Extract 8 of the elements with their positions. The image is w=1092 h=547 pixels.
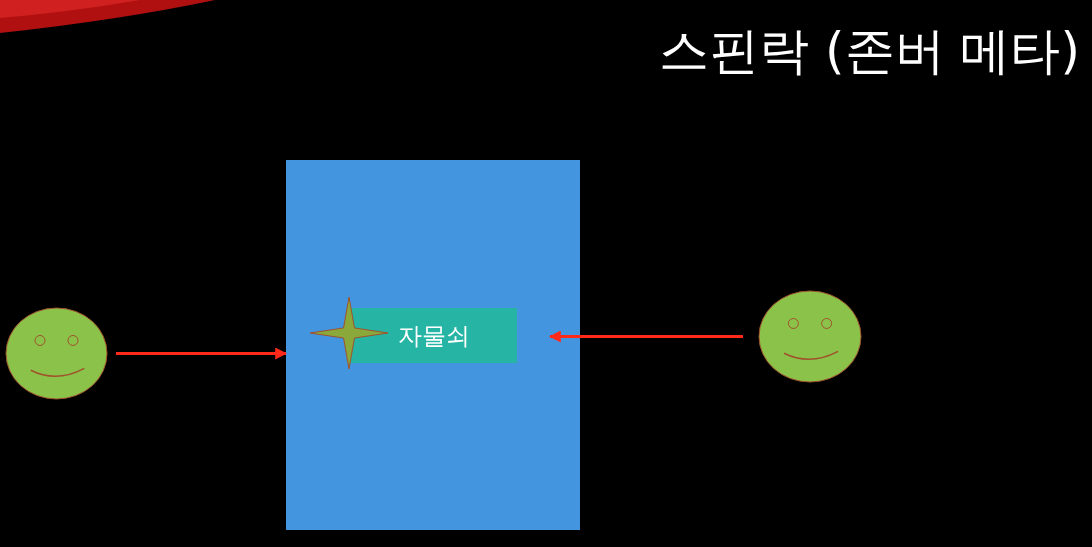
star-shape: [310, 297, 388, 369]
panel-box: [286, 160, 580, 530]
title: 스핀락 (존버 메타): [659, 21, 1080, 82]
smiley-face: [5, 307, 108, 400]
arrow: [548, 330, 743, 343]
smiley-face: [758, 290, 862, 383]
label-box: 자물쇠: [350, 308, 517, 363]
arrow: [116, 347, 288, 360]
